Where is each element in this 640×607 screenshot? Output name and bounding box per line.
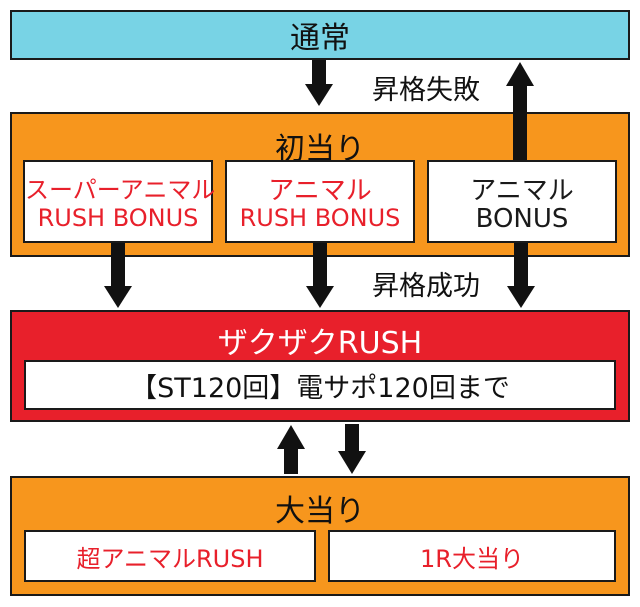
state-normal-box: 通常 bbox=[10, 10, 630, 60]
rush-detail-text: 【ST120回】電サポ120回まで bbox=[130, 372, 510, 404]
animal-bonus-line1: アニマル bbox=[470, 176, 574, 206]
one-round-big-hit-box: 1R大当り bbox=[328, 530, 616, 582]
rush-detail-box: 【ST120回】電サポ120回まで bbox=[24, 360, 616, 410]
big-hit-title: 大当り bbox=[275, 494, 365, 529]
super-animal-rush-label: 超アニマルRUSH bbox=[76, 544, 264, 573]
one-round-big-hit-label: 1R大当り bbox=[420, 544, 524, 573]
super-animal-rush-bonus-box: スーパーアニマル RUSH BONUS bbox=[23, 160, 216, 243]
arrow-big-hit-to-rush bbox=[277, 425, 305, 474]
zakuzaku-rush-title: ザクザクRUSH bbox=[217, 326, 423, 361]
super-animal-rush-bonus-line1: スーパーアニマル bbox=[25, 176, 216, 204]
arrow-animal-bonus-to-rush bbox=[507, 243, 535, 308]
animal-rush-bonus-line1: アニマル bbox=[268, 176, 372, 206]
arrow-animal-rush-to-rush bbox=[306, 243, 334, 308]
animal-bonus-line2: BONUS bbox=[475, 204, 569, 234]
arrow-normal-to-first-hit bbox=[305, 60, 333, 106]
super-animal-rush-box: 超アニマルRUSH bbox=[24, 530, 316, 582]
animal-rush-bonus-box: アニマル RUSH BONUS bbox=[225, 160, 415, 243]
arrow-super-animal-to-rush bbox=[104, 243, 132, 308]
animal-bonus-box: アニマル BONUS bbox=[427, 160, 617, 243]
promote-fail-label: 昇格失敗 bbox=[372, 75, 480, 106]
arrow-rush-to-big-hit bbox=[338, 424, 366, 474]
animal-rush-bonus-line2: RUSH BONUS bbox=[239, 204, 401, 232]
promote-success-label: 昇格成功 bbox=[372, 271, 480, 302]
arrow-animal-bonus-to-normal bbox=[506, 62, 534, 160]
state-normal-title: 通常 bbox=[290, 21, 350, 56]
super-animal-rush-bonus-line2: RUSH BONUS bbox=[37, 204, 199, 232]
